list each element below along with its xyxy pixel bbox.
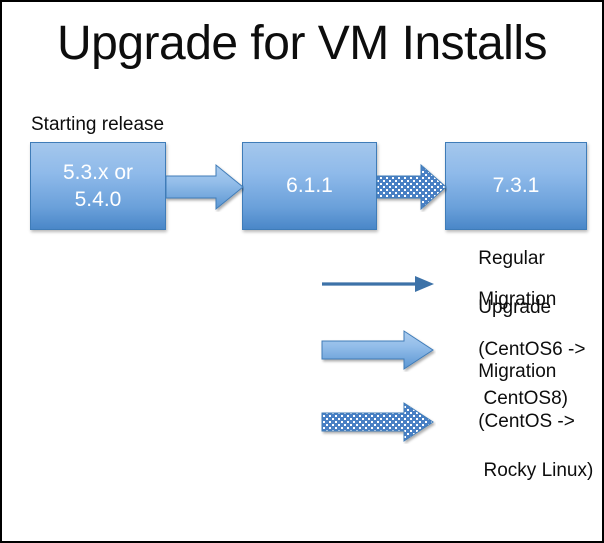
starting-release-caption: Starting release xyxy=(31,114,165,135)
release-box-start: 5.3.x or 5.4.0 xyxy=(30,142,166,230)
legend-label-migration-centos6-centos8-line2: (CentOS6 -> xyxy=(478,338,586,360)
release-box-start-line1: 5.3.x or xyxy=(62,160,134,184)
legend-item-migration-centos-rocky: Migration (CentOS -> Rocky Linux) xyxy=(320,361,598,481)
release-box-end: 7.3.1 xyxy=(445,142,587,230)
legend-label-migration-centos-rocky-line2: (CentOS -> xyxy=(478,410,575,432)
legend-item-regular-upgrade: Regular Upgrade xyxy=(320,248,598,318)
flow-arrow-solid-icon xyxy=(166,162,244,212)
legend-label-regular-upgrade-line1: Regular xyxy=(478,247,545,269)
legend: Regular Upgrade Migration (CentOS6 -> Ce… xyxy=(320,248,598,481)
legend-label-migration-centos6-centos8: Migration (CentOS6 -> CentOS8) xyxy=(436,264,598,437)
legend-label-regular-upgrade-line2: Upgrade xyxy=(478,297,552,319)
release-box-start-line2: 5.4.0 xyxy=(74,188,122,211)
legend-label-migration-centos6-centos8-line3: CentOS8) xyxy=(478,388,569,410)
legend-label-migration-centos-rocky-line3: Rocky Linux) xyxy=(478,460,594,482)
release-box-end-text: 7.3.1 xyxy=(492,174,540,198)
legend-item-migration-centos6-centos8: Migration (CentOS6 -> CentOS8) xyxy=(320,289,598,409)
flow-arrow-dotted-icon xyxy=(377,162,447,212)
legend-label-migration-centos-rocky: Migration (CentOS -> Rocky Linux) xyxy=(436,336,598,509)
release-box-middle: 6.1.1 xyxy=(242,142,377,230)
legend-label-regular-upgrade: Regular Upgrade xyxy=(436,222,598,345)
solid-block-arrow-icon xyxy=(320,328,436,372)
legend-label-migration-centos-rocky-line1: Migration xyxy=(478,361,557,383)
release-box-start-text: 5.3.x or 5.4.0 xyxy=(63,159,133,214)
dotted-block-arrow-icon xyxy=(320,400,436,444)
release-box-middle-text: 6.1.1 xyxy=(286,174,333,198)
page-title: Upgrade for VM Installs xyxy=(56,17,548,70)
thin-line-arrow-icon xyxy=(320,262,436,306)
legend-label-migration-centos6-centos8-line1: Migration xyxy=(478,289,557,311)
